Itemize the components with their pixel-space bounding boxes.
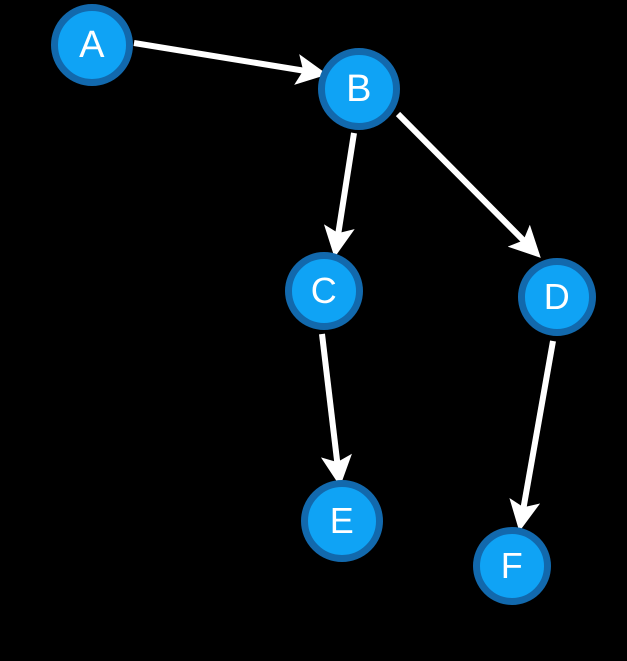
edges-group: [133, 40, 556, 532]
edge-b-to-c: [323, 132, 357, 258]
graph-node-f[interactable]: F: [473, 527, 551, 605]
edge-c-to-e: [319, 333, 352, 487]
graph-node-d[interactable]: D: [518, 258, 596, 336]
graph-node-e[interactable]: E: [301, 480, 383, 562]
edge-a-to-b: [133, 40, 328, 85]
node-label-d: D: [543, 276, 571, 317]
graph-node-a[interactable]: A: [51, 4, 133, 86]
node-label-c: C: [310, 270, 338, 311]
node-label-b: B: [346, 68, 372, 110]
graph-node-b[interactable]: B: [318, 48, 400, 130]
edge-d-to-f: [509, 340, 556, 532]
node-label-f: F: [500, 545, 524, 586]
node-label-a: A: [79, 24, 105, 66]
node-label-e: E: [329, 500, 355, 541]
edge-b-to-d: [395, 111, 541, 258]
graph-node-c[interactable]: C: [285, 252, 363, 330]
